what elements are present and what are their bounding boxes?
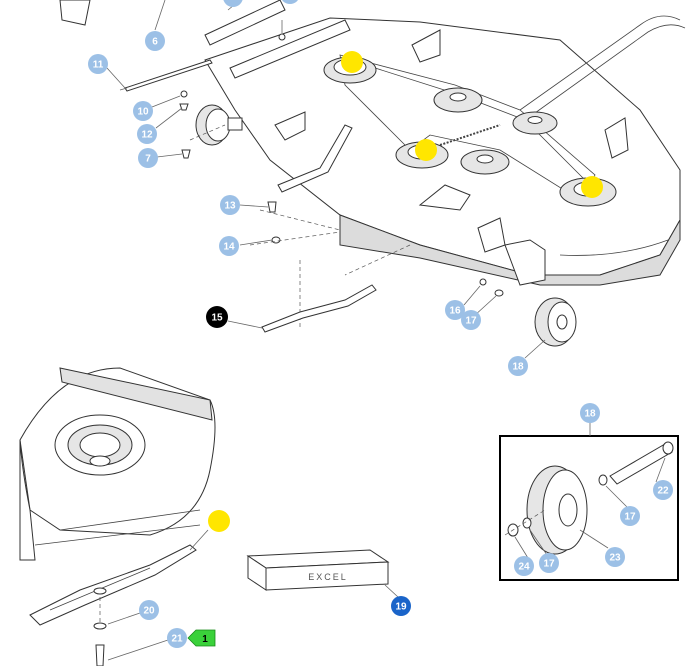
excel-box: EXCEL [246,549,390,591]
svg-text:16: 16 [449,306,461,317]
callout-17[interactable]: 17 [461,310,481,330]
rear-wheel [534,297,577,347]
blade-bolt [95,644,105,666]
deck-underside [19,367,216,561]
callout-10[interactable]: 10 [133,101,153,121]
callout-22[interactable]: 22 [653,480,673,500]
svg-text:18: 18 [512,362,524,373]
quantity-flag-label: 1 [202,634,208,645]
highlight-marker[interactable] [581,176,603,198]
svg-text:22: 22 [657,486,669,497]
callout-19[interactable]: 19 [391,596,411,616]
svg-text:23: 23 [609,553,621,564]
pulley-center [433,87,483,113]
callout-14[interactable]: 14 [219,236,239,256]
pulley-center-low [460,149,510,175]
highlight-marker[interactable] [208,510,230,532]
callout-17-detail-lower[interactable]: 17 [539,553,559,573]
highlight-markers [208,51,603,532]
callout-partial [282,0,298,4]
callout-24[interactable]: 24 [514,556,534,576]
svg-text:19: 19 [395,602,407,613]
mower-blade [29,544,197,626]
callout-6[interactable]: 6 [145,31,165,51]
quantity-flag[interactable]: 1 [187,629,216,647]
highlight-marker[interactable] [341,51,363,73]
blade-washer [93,622,107,630]
svg-text:17: 17 [543,559,555,570]
svg-text:10: 10 [137,107,149,118]
pulley-idler [512,111,558,135]
callout-18[interactable]: 18 [508,356,528,376]
svg-text:20: 20 [143,606,155,617]
callout-15[interactable]: 15 [206,306,228,328]
svg-text:13: 13 [224,201,236,212]
svg-text:12: 12 [141,130,153,141]
callout-7[interactable]: 7 [138,148,158,168]
wheel-detail-box [499,418,679,581]
svg-text:15: 15 [211,313,223,324]
callout-17-detail-upper[interactable]: 17 [620,506,640,526]
excel-box-label: EXCEL [308,572,348,582]
callout-23[interactable]: 23 [605,547,625,567]
leader-lines [106,0,666,661]
callout-13[interactable]: 13 [220,195,240,215]
svg-text:11: 11 [93,60,104,71]
svg-text:7: 7 [145,154,151,165]
svg-text:21: 21 [171,634,183,645]
callout-20[interactable]: 20 [139,600,159,620]
callout-11[interactable]: 11 [88,54,108,74]
callout-21[interactable]: 21 [167,628,187,648]
callout-12[interactable]: 12 [137,124,157,144]
svg-text:17: 17 [624,512,636,523]
front-roller [195,104,243,146]
svg-text:6: 6 [152,37,158,48]
svg-text:17: 17 [465,316,477,327]
highlight-marker[interactable] [415,139,437,161]
callout-16[interactable]: 16 [445,300,465,320]
callout-18-detail[interactable]: 18 [580,403,600,423]
svg-text:24: 24 [518,562,530,573]
svg-text:18: 18 [584,409,596,420]
svg-text:14: 14 [223,242,235,253]
mower-deck [59,0,686,347]
callout-partial [223,0,243,7]
